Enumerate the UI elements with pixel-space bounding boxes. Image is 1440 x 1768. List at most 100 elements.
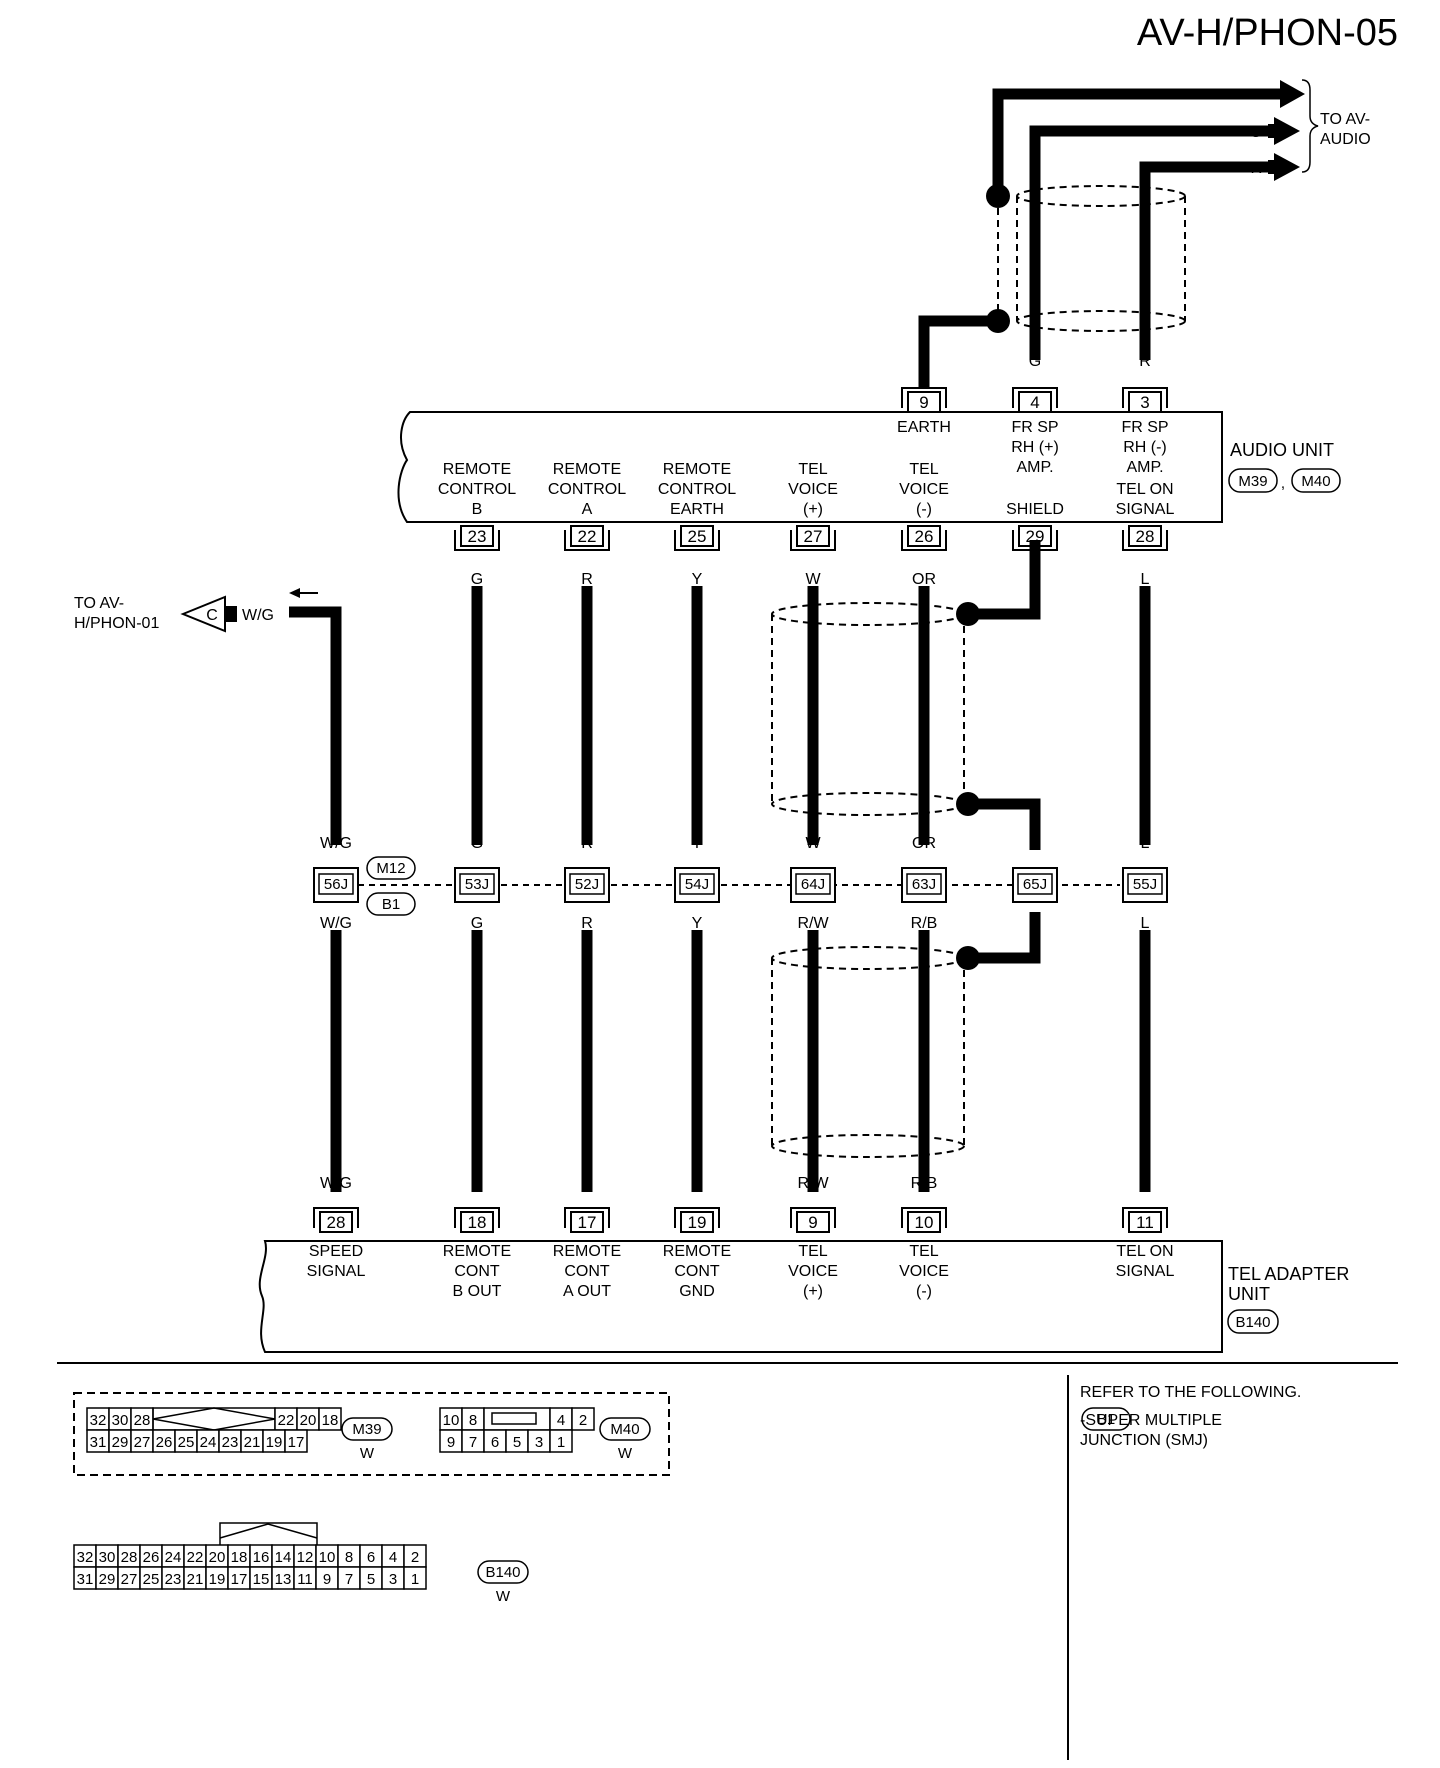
tel-terminal-wire-10: R/B <box>911 1175 938 1192</box>
tel-terminal-9-number: 9 <box>808 1213 817 1232</box>
junction-upper-wire: R <box>581 835 593 852</box>
harness-wires <box>289 540 1151 1192</box>
junction-lower-wire: R/W <box>797 915 829 932</box>
junction-lower-wire: Y <box>692 915 703 932</box>
audio-bottom-terminal-25: 25 <box>674 525 720 551</box>
pin-label: 28 <box>134 1412 151 1429</box>
junction-upper-wire: Y <box>692 835 703 852</box>
phon01-wire-color: W/G <box>242 607 274 624</box>
pin-label: 4 <box>557 1412 565 1429</box>
pin-label: 4 <box>389 1549 397 1566</box>
tel-terminal-11: 11 <box>1122 1207 1168 1233</box>
wire-color-r-top: R <box>1250 160 1262 177</box>
connector-id: B140 <box>485 1564 520 1581</box>
pin-label: 29 <box>99 1571 116 1588</box>
connector-id: M40 <box>610 1421 639 1438</box>
audio-top-terminal-3: 3 <box>1122 387 1168 413</box>
pin-label: 22 <box>278 1412 295 1429</box>
junction-pin-number: 65J <box>1023 876 1047 893</box>
pin-label: 2 <box>579 1412 587 1429</box>
pin-label: 21 <box>244 1434 261 1451</box>
audio-bottom-terminal-23: 23 <box>454 525 500 551</box>
pin-label: 10 <box>319 1549 336 1566</box>
pin-label: 8 <box>345 1549 353 1566</box>
tel-terminal-wire-17: R <box>581 1175 593 1192</box>
arrow-left-icon <box>180 588 318 633</box>
pin-label: 22 <box>187 1549 204 1566</box>
tel-terminal-28: 28 <box>313 1207 359 1233</box>
junction-upper-wire: G <box>471 835 483 852</box>
connector-c-label: C <box>206 607 218 624</box>
pin-label: 18 <box>231 1549 248 1566</box>
audio-bottom-label-29: SHIELD <box>1006 501 1064 518</box>
pin-label: 20 <box>209 1549 226 1566</box>
tel-terminal-18: 18 <box>454 1207 500 1233</box>
junction-lower-wire: W/G <box>320 915 352 932</box>
junction-pin-number: 56J <box>324 876 348 893</box>
pin-label: 30 <box>99 1549 116 1566</box>
audio-bottom-terminal-23-number: 23 <box>468 527 487 546</box>
junction-lower-wire: R <box>581 915 593 932</box>
pin-label: 5 <box>513 1434 521 1451</box>
pin-label: 27 <box>134 1434 151 1451</box>
junction-pin-56J: 56J W/G W/G <box>313 835 359 932</box>
junction-upper-wire: W/G <box>320 835 352 852</box>
pin-label: 23 <box>165 1571 182 1588</box>
tel-terminal-17-number: 17 <box>578 1213 597 1232</box>
junction-pin-number: 55J <box>1133 876 1157 893</box>
pin-label: 6 <box>491 1434 499 1451</box>
junction-pins: 56JW/GW/G53JGG52JRR54JYY64JWR/W63JORR/B6… <box>313 835 1168 932</box>
pin-label: 12 <box>297 1549 314 1566</box>
brace-icon <box>1301 79 1319 173</box>
pin-label: 3 <box>535 1434 543 1451</box>
audio-top-terminal-4-number: 4 <box>1030 393 1039 412</box>
audio-bottom-terminal-27: 27 <box>790 525 836 551</box>
wire-color-g-top: G <box>1250 124 1262 141</box>
audio-top-terminal-4: 4 <box>1012 387 1058 413</box>
tel-adapter-connector: B140 <box>1235 1314 1270 1331</box>
audio-top-wire-3: R <box>1139 353 1151 370</box>
junction-upper-wire: L <box>1141 835 1150 852</box>
pin-label: 20 <box>300 1412 317 1429</box>
pin-label: 5 <box>367 1571 375 1588</box>
pin-label: 16 <box>253 1549 270 1566</box>
pin-label: 17 <box>288 1434 305 1451</box>
audio-top-wire-4: G <box>1029 353 1041 370</box>
pin-label: 24 <box>200 1434 217 1451</box>
tel-terminal-18-number: 18 <box>468 1213 487 1232</box>
pin-label: 17 <box>231 1571 248 1588</box>
pin-label: 31 <box>90 1434 107 1451</box>
tel-terminal-wire-19: Y <box>692 1175 703 1192</box>
audio-bottom-terminal-25-number: 25 <box>688 527 707 546</box>
page-code: AV-H/PHON-05 <box>1137 12 1398 54</box>
shield-splice-dots-top <box>986 184 1010 333</box>
pin-label: 27 <box>121 1571 138 1588</box>
pin-label: 24 <box>165 1549 182 1566</box>
pin-label: 31 <box>77 1571 94 1588</box>
connector-id: M39 <box>352 1421 381 1438</box>
junction-pin-number: 53J <box>465 876 489 893</box>
pin-label: 15 <box>253 1571 270 1588</box>
pin-label: 2 <box>411 1549 419 1566</box>
pin-label: 32 <box>90 1412 107 1429</box>
junction-pin-65J: 65J <box>1012 867 1058 903</box>
audio-bottom-terminal-28: 28 <box>1122 525 1168 551</box>
tel-terminal-10-number: 10 <box>915 1213 934 1232</box>
